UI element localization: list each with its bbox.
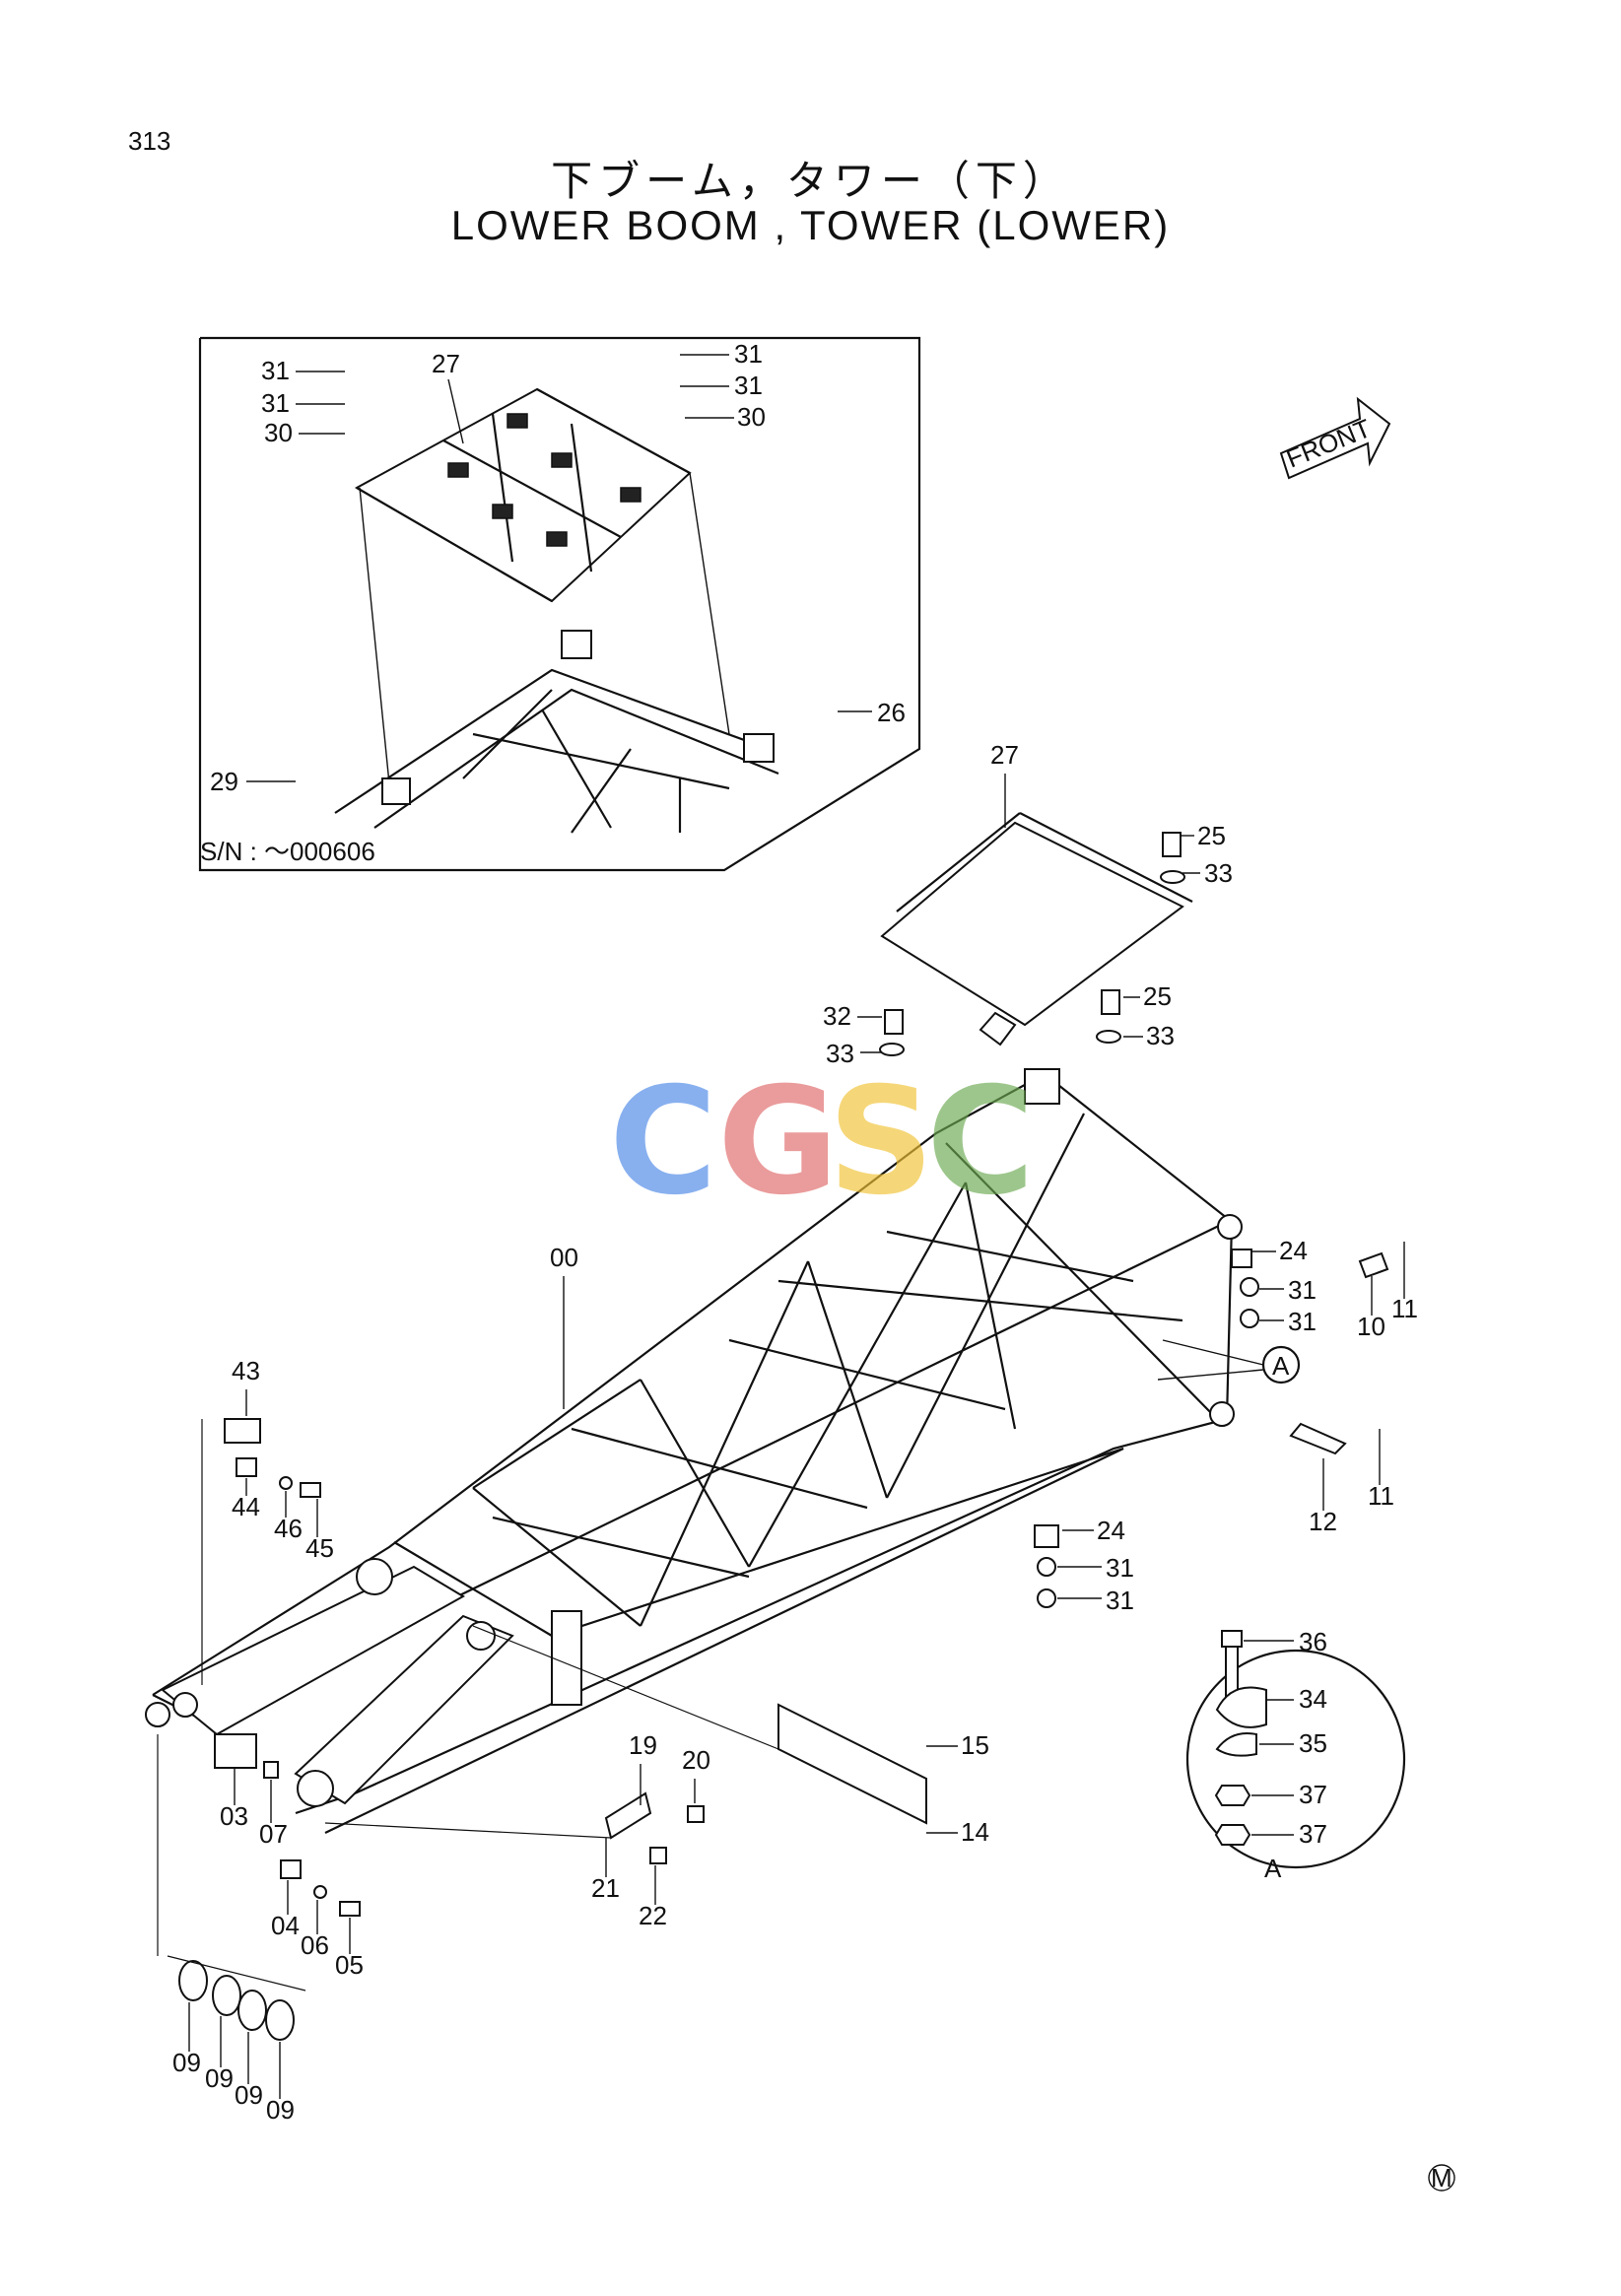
label-30: 30: [737, 402, 766, 432]
svg-text:C: C: [609, 1056, 717, 1228]
label-32: 32: [823, 1001, 851, 1031]
svg-text:M: M: [1431, 2163, 1452, 2193]
label-31: 31: [734, 339, 763, 369]
label-43: 43: [232, 1356, 260, 1385]
label-31: 31: [734, 371, 763, 400]
page-number: 313: [128, 126, 171, 156]
label-36: 36: [1299, 1627, 1327, 1656]
label-09: 09: [205, 2063, 234, 2093]
svg-text:C: C: [926, 1056, 1035, 1228]
circled-m-mark: M: [1428, 2163, 1455, 2193]
watermark: C G S C: [609, 1056, 1035, 1228]
label-25: 25: [1197, 821, 1226, 850]
label-09: 09: [266, 2095, 295, 2125]
label-21: 21: [591, 1873, 620, 1903]
label-31: 31: [261, 356, 290, 385]
label-37: 37: [1299, 1819, 1327, 1849]
label-30: 30: [264, 418, 293, 447]
label-10: 10: [1357, 1312, 1385, 1341]
svg-text:S: S: [828, 1056, 934, 1228]
title-english: LOWER BOOM , TOWER (LOWER): [450, 202, 1171, 248]
label-31: 31: [1288, 1275, 1317, 1305]
label-04: 04: [271, 1911, 300, 1940]
label-07: 07: [259, 1819, 288, 1849]
callout-a: A: [1157, 1339, 1301, 1384]
label-29: 29: [210, 767, 238, 796]
inset-box: [198, 336, 921, 872]
label-33: 33: [1204, 858, 1233, 888]
label-31: 31: [1106, 1553, 1134, 1583]
label-31: 31: [1288, 1307, 1317, 1336]
front-arrow: FRONT: [1279, 396, 1391, 480]
detail-a-label: A: [1264, 1854, 1282, 1883]
label-22: 22: [639, 1901, 667, 1930]
label-27: 27: [990, 740, 1019, 770]
bottom-middle-parts: [324, 1625, 927, 1864]
label-03: 03: [220, 1801, 248, 1831]
label-31: 31: [261, 388, 290, 418]
label-14: 14: [961, 1817, 989, 1847]
label-44: 44: [232, 1492, 260, 1521]
grating-plate: [880, 812, 1193, 1047]
lower-boom: [145, 1068, 1243, 1834]
label-25: 25: [1143, 981, 1172, 1011]
label-15: 15: [961, 1730, 989, 1760]
front-label: FRONT: [1282, 413, 1375, 473]
label-27: 27: [432, 349, 460, 378]
label-35: 35: [1299, 1728, 1327, 1758]
label-00: 00: [550, 1243, 578, 1272]
label-24: 24: [1097, 1516, 1125, 1545]
inset-serial: S/N : ～000606: [200, 837, 375, 866]
label-20: 20: [682, 1745, 710, 1775]
title-japanese: 下ブーム，タワー（下）: [551, 157, 1070, 205]
svg-text:G: G: [717, 1056, 839, 1228]
part-labels: 31 31 30 27 31 31 30 26 29 S/N : ～000606…: [172, 339, 1418, 2125]
detail-a: A: [1185, 1630, 1406, 1883]
label-12: 12: [1309, 1507, 1337, 1536]
label-05: 05: [335, 1950, 364, 1980]
label-24: 24: [1279, 1236, 1308, 1265]
label-06: 06: [301, 1930, 329, 1960]
label-33: 33: [826, 1039, 854, 1068]
label-31: 31: [1106, 1586, 1134, 1615]
svg-text:A: A: [1272, 1351, 1290, 1381]
label-26: 26: [877, 698, 906, 727]
label-37: 37: [1299, 1780, 1327, 1809]
label-09: 09: [235, 2080, 263, 2110]
label-33: 33: [1146, 1021, 1175, 1050]
label-19: 19: [629, 1730, 657, 1760]
label-46: 46: [274, 1514, 303, 1543]
left-parts: [157, 1418, 361, 2041]
label-09: 09: [172, 2048, 201, 2077]
label-34: 34: [1299, 1684, 1327, 1714]
right-parts: [879, 832, 1389, 1608]
label-11: 11: [1368, 1481, 1394, 1511]
label-45: 45: [305, 1533, 334, 1563]
